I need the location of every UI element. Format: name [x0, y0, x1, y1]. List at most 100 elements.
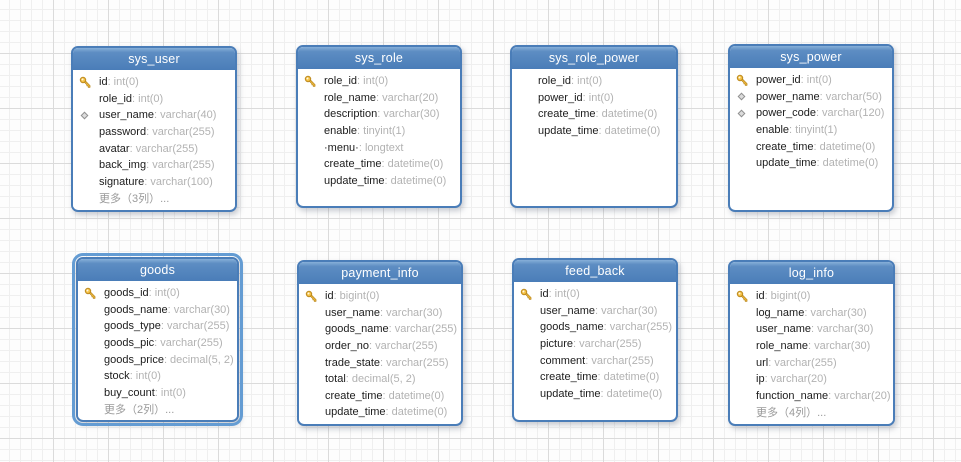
field-row: id: bigint(0)	[304, 288, 458, 305]
field-row: url: varchar(255)	[735, 354, 890, 371]
field-type: : varchar(30)	[377, 108, 440, 121]
more-fields-label: 更多（3列）...	[78, 190, 232, 207]
field-type: : longtext	[358, 141, 404, 154]
field-row: power_code: varchar(120)	[735, 105, 889, 122]
field-type: : int(0)	[132, 92, 164, 105]
field-row: goods_name: varchar(30)	[83, 302, 234, 319]
field-name: comment	[540, 354, 586, 367]
field-row: id: bigint(0)	[735, 288, 890, 305]
field-type: : datetime(0)	[597, 371, 660, 384]
primary-key-icon	[304, 290, 325, 303]
field-type: : varchar(255)	[154, 337, 223, 350]
field-type: : varchar(30)	[595, 304, 658, 317]
field-name: id	[325, 290, 334, 303]
field-list: goods_id: int(0)goods_name: varchar(30)g…	[78, 281, 237, 418]
field-type: : datetime(0)	[385, 406, 448, 419]
field-row: id: int(0)	[519, 286, 673, 303]
field-name: goods_id	[104, 287, 149, 300]
field-name: trade_state	[325, 356, 381, 369]
field-name: role_id	[538, 75, 572, 88]
field-name: id	[540, 288, 549, 301]
table-title[interactable]: payment_info	[299, 262, 461, 284]
primary-key-icon	[303, 75, 324, 88]
field-type: : datetime(0)	[384, 174, 447, 187]
primary-key-icon	[519, 288, 540, 301]
field-row: power_id: int(0)	[735, 72, 889, 89]
field-name: id	[99, 76, 108, 89]
field-name: goods_price	[104, 353, 164, 366]
field-type: : varchar(20)	[764, 373, 827, 386]
field-type: : varchar(255)	[585, 354, 654, 367]
field-type: : datetime(0)	[600, 387, 663, 400]
field-type: : int(0)	[582, 91, 614, 104]
primary-key-icon	[78, 76, 99, 89]
primary-key-icon	[735, 290, 756, 303]
field-name: description	[324, 108, 378, 121]
field-row: create_time: datetime(0)	[517, 106, 673, 123]
field-name: back_img	[99, 159, 147, 172]
table-title[interactable]: goods	[78, 259, 237, 281]
table-title[interactable]: sys_user	[73, 48, 235, 70]
field-row: signature: varchar(100)	[78, 174, 232, 191]
field-name: role_id	[99, 92, 133, 105]
field-name: total	[325, 373, 346, 386]
field-list: id: bigint(0)user_name: varchar(30)goods…	[299, 284, 461, 421]
field-list: id: int(0)role_id: int(0)user_name: varc…	[73, 70, 235, 207]
field-type: : varchar(30)	[380, 306, 443, 319]
table-goods[interactable]: goods goods_id : int(0) goods_name: varchar…	[72, 253, 243, 426]
index-icon	[735, 91, 756, 102]
field-row: id: int(0)	[78, 74, 232, 91]
field-row: update_time: datetime(0)	[735, 155, 889, 172]
field-name: id	[756, 290, 765, 303]
field-row: log_name: varchar(30)	[735, 305, 890, 322]
field-type: : int(0)	[154, 386, 186, 399]
field-row: user_name: varchar(30)	[519, 303, 673, 320]
field-row: enable: tinyint(1)	[303, 123, 457, 140]
field-row: function_name: varchar(20)	[735, 388, 891, 405]
field-row: comment: varchar(255)	[519, 352, 673, 369]
field-row: ip: varchar(20)	[735, 371, 890, 388]
field-name: update_time	[538, 125, 599, 138]
field-row: role_id: int(0)	[517, 73, 673, 90]
table-title[interactable]: sys_role	[298, 47, 460, 69]
field-type: : varchar(20)	[828, 389, 891, 402]
field-type: : varchar(255)	[768, 356, 837, 369]
field-row: user_name: varchar(30)	[735, 321, 890, 338]
field-type: : int(0)	[107, 76, 139, 89]
field-row: create_time: datetime(0)	[519, 369, 673, 386]
field-row: trade_state: varchar(255)	[304, 354, 458, 371]
field-type: : varchar(255)	[573, 338, 642, 351]
field-type: : decimal(5, 2)	[163, 353, 234, 366]
field-list: id: bigint(0)log_name: varchar(30)user_n…	[730, 284, 893, 421]
field-row: goods_price: decimal(5, 2)	[83, 351, 234, 368]
field-type: : int(0)	[548, 288, 580, 301]
field-type: : tinyint(1)	[789, 124, 838, 137]
more-fields-text: 更多（4列）...	[756, 407, 827, 420]
field-name: update_time	[325, 406, 386, 419]
field-row: create_time: datetime(0)	[303, 156, 457, 173]
field-name: create_time	[538, 108, 596, 121]
primary-key-icon	[735, 74, 756, 87]
table-title[interactable]: sys_role_power	[512, 47, 676, 69]
field-row: order_no: varchar(255)	[304, 338, 458, 355]
field-row: avatar: varchar(255)	[78, 140, 232, 157]
table-title[interactable]: log_info	[730, 262, 893, 284]
field-type: : bigint(0)	[333, 290, 380, 303]
field-row: create_time: datetime(0)	[304, 388, 458, 405]
primary-key-icon	[83, 287, 104, 300]
table-title[interactable]: sys_power	[730, 46, 892, 68]
table-title[interactable]: feed_back	[514, 260, 676, 282]
field-name: user_name	[756, 323, 812, 336]
field-row: buy_count: int(0)	[83, 385, 234, 402]
field-name: function_name	[756, 389, 829, 402]
field-row: goods_type: varchar(255)	[83, 318, 234, 335]
field-type: : tinyint(1)	[357, 125, 406, 138]
